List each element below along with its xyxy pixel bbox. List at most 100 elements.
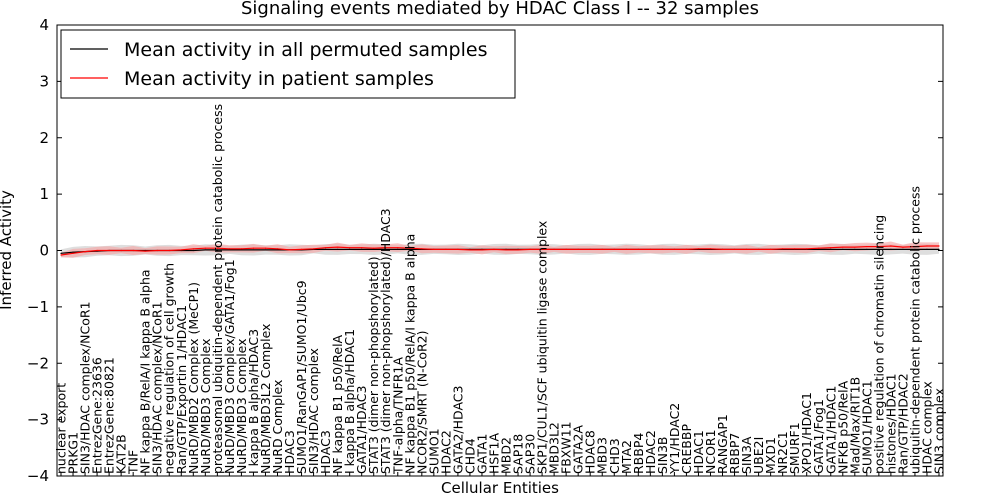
data-point [649,248,651,250]
data-point [373,247,375,249]
data-point [938,248,940,250]
data-point [276,248,279,250]
category-label: TNF [126,450,141,475]
data-point [854,246,856,248]
data-point [782,248,784,250]
data-point [541,248,543,250]
category-label: GATA1/Fog1 [811,399,826,474]
category-label: SAP30 [523,434,538,474]
category-label: Mad/Max/RIT1B [847,377,862,474]
data-point [661,248,663,250]
category-label: HDAC2 [643,430,658,474]
category-label: NuRD/MBD3 Complex [234,338,249,474]
category-label: NFKB p50/RelA [835,380,850,474]
data-point [878,248,880,250]
data-point [228,248,230,250]
legend-label-patient: Mean activity in patient samples [124,68,434,90]
data-point [204,247,206,249]
data-point [84,251,86,253]
data-point [96,249,98,252]
data-point [252,249,255,251]
data-point [733,248,736,250]
category-label: UBE2I [751,437,766,474]
data-point [385,247,387,249]
category-label: MXD1 [763,437,778,474]
category-label: MBD3L2 [547,422,562,474]
category-label: SAP18 [511,434,526,474]
data-point [385,248,387,250]
data-point [264,247,267,249]
category-label: KAT2B [114,434,129,474]
line-layer [60,245,940,256]
data-point [878,245,880,248]
y-axis-label: Inferred Activity [0,190,15,310]
series-line-1 [60,245,939,256]
category-label: SIN3/HDAC complex/NCoR1 [150,301,165,474]
category-label: nuclear export [54,383,69,474]
data-point [240,249,243,251]
category-label: NF kappa B1 p50/RelA/I kappa B alpha [402,234,417,474]
category-label: CREBBP [679,424,694,474]
data-point [493,248,495,250]
category-label: SIN3A [739,436,754,474]
category-label: SIN3 complex [932,388,947,474]
category-label: Ran/GTP/Exportin 1/HDAC1 [174,305,189,474]
category-label: SIN3/HDAC complex/NCoR1 [78,301,93,474]
data-point [457,248,459,250]
data-point [866,248,868,250]
category-label: GATA1 [475,434,490,474]
category-label: SKP1/CUL1/SCF ubiquitin ligase complex [535,221,550,474]
category-label: HDAC8 [583,430,598,474]
category-label: positive regulation of chromatin silenci… [871,215,886,474]
category-label: NCOR2/SMRT (N-CoR2) [414,331,429,475]
y-tick-label: −4 [27,467,49,485]
data-point [673,248,675,250]
y-tick-label: 0 [39,242,49,260]
category-label: PRKG1 [66,432,81,474]
data-point [757,248,760,250]
category-label: ubiquitin-dependent protein catabolic pr… [907,186,922,474]
y-tick-label: 2 [39,129,49,147]
data-point [794,248,796,250]
data-point [349,248,351,250]
legend-box [60,29,516,99]
data-point [276,249,279,251]
data-point [132,249,134,252]
category-label: EntrezGene:23636 [90,357,105,474]
y-tick-label: 1 [39,185,49,203]
category-label: HDAC3 [318,430,333,474]
data-point [914,245,916,248]
data-point [517,249,519,251]
y-tick-label: 3 [39,72,49,90]
category-label: NCOR1 [703,429,718,474]
category-label: NR2C1 [775,431,790,474]
category-label: Ran/GTP/HDAC2 [895,373,910,474]
data-point [240,248,243,250]
data-point [397,248,399,250]
data-point [697,248,700,250]
data-point [770,248,772,250]
data-point [902,248,904,250]
category-label: NF kappa B/RelA/I kappa B alpha [138,269,153,474]
data-point [842,248,844,250]
category-label: NuRD/MBD3 Complex [198,338,213,474]
data-point [842,246,844,248]
data-point [72,251,74,253]
data-point [108,249,110,252]
category-label: GATA2/HDAC3 [450,386,465,474]
data-point [505,249,507,251]
data-point [890,248,892,250]
data-point [252,247,255,249]
category-label: NuRD/MBD3L2 Complex [258,324,273,474]
data-point [938,245,940,247]
data-point [721,248,724,250]
data-point [156,249,158,252]
data-point [60,252,62,254]
x-axis-label: Cellular Entities [441,479,559,497]
data-point [361,247,363,249]
data-point [745,248,748,250]
data-point [577,248,579,250]
data-point [637,248,639,250]
